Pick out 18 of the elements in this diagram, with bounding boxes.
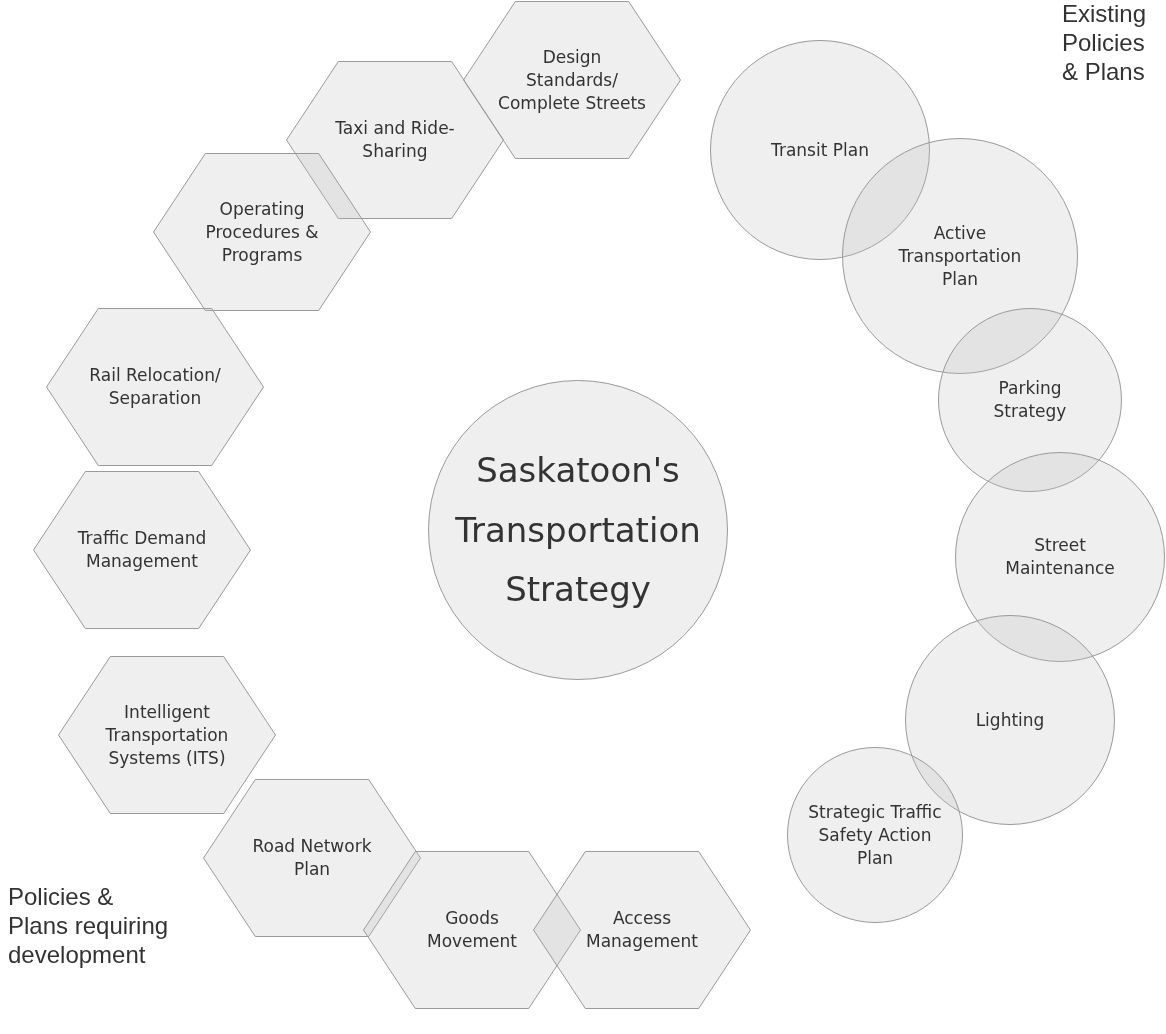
node-text: Operating Procedures & Programs [204, 197, 320, 267]
node-text: Active Transportation Plan [897, 221, 1023, 291]
center-title: Saskatoon's Transportation Strategy [454, 448, 702, 611]
node-text: Rail Relocation/ Separation [88, 364, 222, 410]
node-text: Street Maintenance [1004, 534, 1116, 580]
node-text: Taxi and Ride-Sharing [334, 117, 456, 163]
node-text: Parking Strategy [992, 377, 1068, 423]
node-text: Lighting [974, 708, 1046, 732]
node-text: Access Management [585, 907, 699, 953]
node-text: Goods Movement [425, 907, 518, 953]
node-text: Road Network Plan [252, 835, 372, 881]
node-text: Intelligent Transportation Systems (ITS) [104, 700, 230, 770]
node-text: Strategic Traffic Safety Action Plan [807, 800, 943, 870]
node-text: Transit Plan [770, 138, 870, 162]
node-text: Design Standards/ Complete Streets [497, 45, 647, 115]
node-text: Traffic Demand Management [76, 527, 208, 573]
group-label: Existing Policies & Plans [1062, 0, 1148, 87]
group-label: Policies & Plans requiring development [8, 883, 170, 970]
